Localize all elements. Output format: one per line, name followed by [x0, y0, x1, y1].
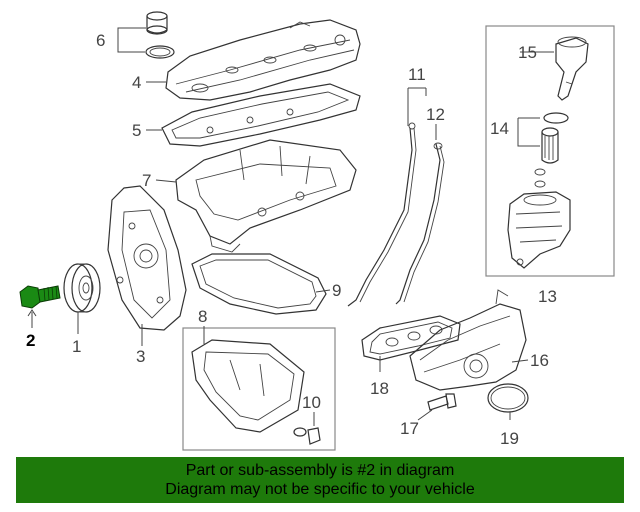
- oil-filter-element[interactable]: [534, 112, 569, 188]
- callout-14[interactable]: 14: [490, 119, 509, 138]
- callout-7[interactable]: 7: [142, 171, 151, 190]
- callout-11[interactable]: 11: [408, 65, 426, 84]
- info-banner: Part or sub-assembly is #2 in diagram Di…: [16, 457, 624, 503]
- oil-filter-cap[interactable]: [555, 36, 589, 101]
- banner-line-2: Diagram may not be specific to your vehi…: [165, 481, 475, 498]
- callout-13[interactable]: 13: [538, 287, 557, 306]
- module-bolt[interactable]: [427, 393, 457, 411]
- callout-14-leader: [517, 117, 540, 147]
- valve-cover[interactable]: [165, 19, 361, 101]
- leader-lines: [27, 51, 554, 426]
- callout-5[interactable]: 5: [132, 121, 141, 140]
- lower-oil-pan[interactable]: [191, 339, 305, 433]
- parts-diagram: 6 4 5 7 8 9 10 11 12 15 14 13 16 18 17 1…: [19, 11, 615, 451]
- crankshaft-pulley[interactable]: [63, 263, 101, 313]
- intake-manifold-gasket[interactable]: [361, 315, 461, 361]
- callout-numbers: 6 4 5 7 8 9 10 11 12 15 14 13 16 18 17 1…: [26, 31, 557, 448]
- callout-12[interactable]: 12: [426, 105, 445, 124]
- callout-15[interactable]: 15: [518, 43, 537, 62]
- callout-2[interactable]: 2: [26, 331, 35, 350]
- callout-10[interactable]: 10: [302, 393, 321, 412]
- group-box-oil-pan: [182, 327, 336, 451]
- banner-line-1: Part or sub-assembly is #2 in diagram: [185, 462, 455, 479]
- callout-4[interactable]: 4: [132, 73, 141, 92]
- drain-plug[interactable]: [293, 427, 321, 445]
- oil-filler-cap[interactable]: [145, 11, 175, 59]
- callout-6[interactable]: 6: [96, 31, 105, 50]
- oil-dipstick[interactable]: [347, 122, 417, 307]
- oil-filter-housing[interactable]: [507, 191, 571, 269]
- callout-16[interactable]: 16: [530, 351, 549, 370]
- timing-cover[interactable]: [107, 185, 187, 331]
- valve-cover-gasket[interactable]: [161, 83, 361, 147]
- callout-9[interactable]: 9: [332, 281, 341, 300]
- crankshaft-pulley-bolt[interactable]: [19, 285, 61, 309]
- oil-cooler-module[interactable]: [409, 289, 527, 391]
- dipstick-tube[interactable]: [395, 142, 445, 305]
- o-ring-seal[interactable]: [487, 383, 529, 413]
- upper-oil-pan[interactable]: [175, 139, 357, 253]
- callout-18[interactable]: 18: [370, 379, 389, 398]
- group-box-filter-assembly: [485, 25, 615, 277]
- callout-17[interactable]: 17: [400, 419, 419, 438]
- oil-pan-gasket[interactable]: [191, 253, 327, 315]
- callout-3[interactable]: 3: [136, 347, 145, 366]
- callout-19[interactable]: 19: [500, 429, 519, 448]
- callout-8[interactable]: 8: [198, 307, 207, 326]
- callout-1[interactable]: 1: [72, 337, 81, 356]
- callout-6-leader: [117, 27, 146, 53]
